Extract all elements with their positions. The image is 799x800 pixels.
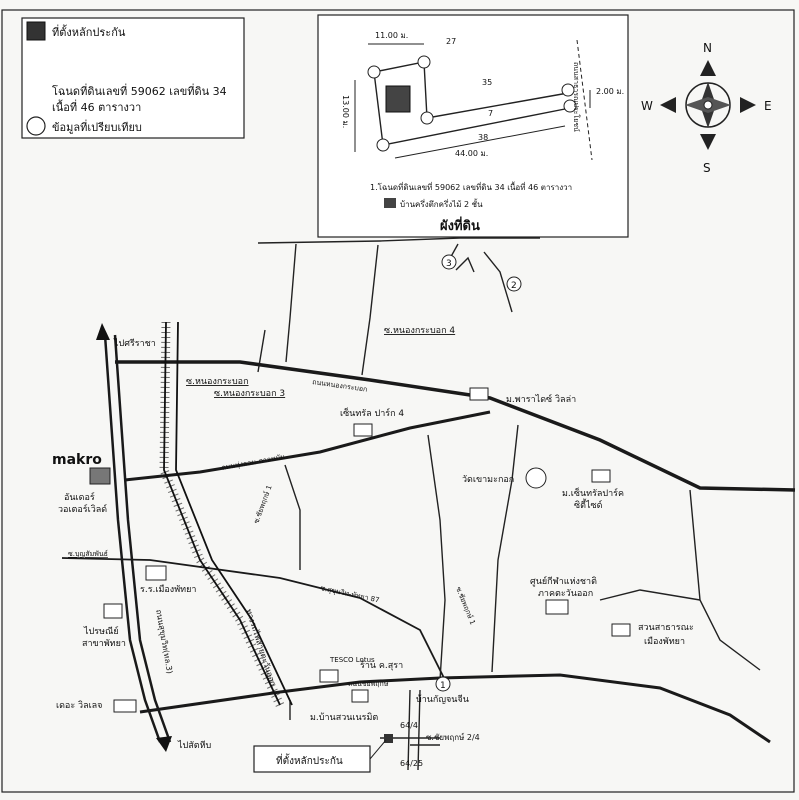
- house-icon: [353, 423, 373, 437]
- plot-dim-side: 13.00 ม.: [341, 95, 350, 128]
- bottom-collateral-label: ที่ตั้งหลักประกัน: [276, 753, 343, 767]
- plot-title: ผังที่ดิน: [440, 216, 480, 234]
- school-icon: [145, 565, 167, 581]
- label-terminal: เดอะ วิลเลจ: [56, 700, 102, 711]
- marker-1-label: 1: [440, 681, 446, 691]
- compass-icon: N S W E: [641, 41, 772, 175]
- label-shop: ร้าน ค.สุรา: [360, 660, 403, 671]
- label-soi-nongkrabok: ซ.หนองกระบอก: [186, 377, 249, 387]
- label-soi-side2: ซ.ชัยพฤกษ์ 1: [454, 586, 476, 626]
- label-rd-sukhumvit: ถนนสุขุมวิท(ทล.3): [154, 609, 174, 675]
- label-64: 64/4: [400, 721, 418, 730]
- label-6425: 64/25: [400, 759, 423, 768]
- plot-note2: บ้านครึ่งตึกครึ่งไม้ 2 ชั้น: [400, 198, 483, 209]
- plot-n27: 27: [446, 37, 456, 46]
- house-icon: [351, 689, 369, 703]
- legend-box: ที่ตั้งหลักประกัน โฉนดที่ดินเลขที่ 59062…: [21, 17, 245, 139]
- label-sports2: ภาคตะวันออก: [538, 589, 593, 599]
- plot-plan-box: 11.00 ม. 27 35 7 38 13.00 ม. 44.00 ม. 2.…: [317, 14, 629, 238]
- label-soi-bunsamphan: ซ.บุญสัมพันธ์: [68, 550, 108, 558]
- compass-n: N: [703, 41, 712, 55]
- label-central-park4: เซ็นทรัล ปาร์ก 4: [340, 406, 404, 419]
- post-office-icon: [103, 603, 123, 619]
- legend-comparable-label: ข้อมูลที่เปรียบเทียบ: [52, 119, 142, 134]
- park-icon: [611, 623, 631, 637]
- house-icon: [591, 469, 611, 483]
- label-sports1: ศูนย์กีฬาแห่งชาติ: [530, 575, 597, 587]
- marker-3-icon: [441, 254, 457, 270]
- label-soi-sukhumvit: ซ.สุขุมวิท-พัทยา 87: [320, 584, 380, 604]
- plot-dim-right: 2.00 ม.: [596, 87, 624, 96]
- compass-s: S: [703, 161, 711, 175]
- label-soi-side: ซ.ชัยพฤกษ์ 1: [252, 484, 273, 525]
- label-soi-chaiyaphruek: ซ.ชัยพฤกษ์ 2/4: [426, 732, 480, 742]
- marker-3-label: 3: [446, 259, 452, 269]
- legend-deed-line1: โฉนดที่ดินเลขที่ 59062 เลขที่ดิน 34: [52, 83, 227, 98]
- label-central-park-city2: ซิตี้ไซด์: [574, 498, 603, 511]
- map-labels: ไปศรีราชา ไปสัตหีบ ซ.หนองกระบอก ซ.หนองกร…: [52, 326, 694, 768]
- compass-e: E: [764, 99, 772, 113]
- bottom-collateral-box: ที่ตั้งหลักประกัน: [253, 739, 387, 773]
- house-block: [385, 85, 411, 113]
- label-mu-ban-suan: ม.บ้านสวนเนรมิต: [310, 712, 378, 723]
- label-makro: makro: [52, 452, 102, 468]
- plot-dim-top: 11.00 ม.: [375, 31, 408, 40]
- marker-1-icon: [435, 676, 451, 692]
- plot-road-label: ถนนสาธารณประโยชน์: [572, 62, 581, 132]
- mall-icon: [113, 699, 137, 713]
- label-soi-nongkrabok3: ซ.หนองกระบอก 3: [214, 389, 285, 399]
- temple-icon: [525, 467, 547, 489]
- label-underwater1: อันเดอร์: [64, 491, 95, 503]
- label-to-sattahip: ไปสัตหีบ: [177, 740, 212, 751]
- tesco-icon: [319, 669, 339, 683]
- label-school: ร.ร.เมืองพัทยา: [140, 584, 196, 595]
- marker-2-label: 2: [511, 281, 517, 291]
- label-rd-chaiyaphruek: ถนนชัยพฤกษ์: [348, 680, 389, 688]
- compass-w: W: [641, 99, 653, 113]
- label-post2: สาขาพัทยา: [82, 639, 126, 649]
- label-ban-kanchanachin: บ้านกัญจนจีน: [416, 694, 469, 705]
- plot-n35: 35: [482, 78, 492, 87]
- comparable-circle-icon: [26, 116, 46, 136]
- label-paradise-villa: ม.พาราไดซ์ วิลล่า: [506, 393, 576, 405]
- label-park2: เมืองพัทยา: [644, 636, 685, 647]
- plot-n38: 38: [478, 133, 488, 142]
- plot-n7: 7: [488, 109, 493, 118]
- label-soi-nongkrabok4: ซ.หนองกระบอก 4: [384, 326, 455, 336]
- marker-2-icon: [506, 276, 522, 292]
- label-tesco: TESCO Lotus: [329, 656, 375, 664]
- label-central-park-city1: ม.เซ็นทรัลปาร์ค: [562, 486, 624, 499]
- label-park1: สวนสาธารณะ: [638, 623, 694, 633]
- legend-collateral-label: ที่ตั้งหลักประกัน: [52, 24, 126, 39]
- label-wat: วัดเขามะกอก: [462, 475, 514, 485]
- plot-dim-bottom: 44.00 ม.: [455, 149, 488, 158]
- label-rd-thungkluek: ถนนทุ่งกลม-ตาลหมัน: [221, 453, 286, 472]
- legend-deed-line2: เนื้อที่ 46 ตารางวา: [52, 99, 141, 114]
- road-network: [61, 237, 796, 771]
- house-icon: [469, 387, 489, 401]
- label-underwater2: วอเตอร์เวิลด์: [58, 503, 107, 515]
- plot-note1: 1.โฉนดที่ดินเลขที่ 59062 เลขที่ดิน 34 เน…: [370, 181, 572, 192]
- stadium-icon: [545, 599, 569, 615]
- label-rd-nongkrabok: ถนนหนองกระบอก: [312, 378, 368, 394]
- markers: 3 2 1: [384, 254, 522, 743]
- collateral-marker-icon: [384, 734, 393, 743]
- label-post1: ไปรษณีย์: [83, 625, 119, 637]
- label-to-sriracha: ไปศรีราชา: [113, 338, 156, 349]
- landmark-icons: [89, 387, 631, 713]
- building-icon: [89, 467, 111, 485]
